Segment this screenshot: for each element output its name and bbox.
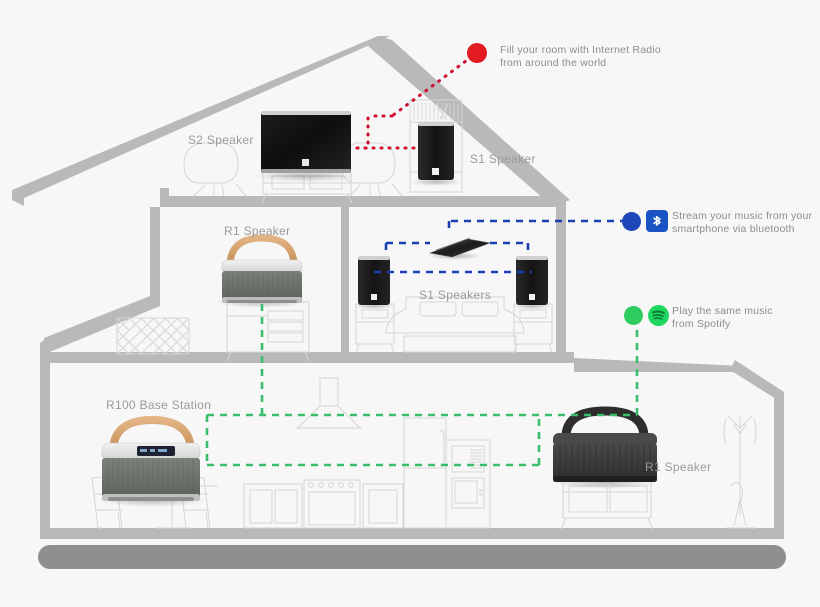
callout-internet-radio-line2: from around the world <box>500 57 607 69</box>
callout-bluetooth-line1: Stream your music from your <box>672 210 813 222</box>
r1-speaker-grey-device <box>216 234 308 308</box>
r1-speaker-black-device <box>553 406 657 489</box>
bluetooth-icon <box>646 210 668 237</box>
callout-spotify: Play the same music from Spotify <box>672 305 820 331</box>
red-dot-icon <box>467 43 487 63</box>
callout-internet-radio: Fill your room with Internet Radio from … <box>500 44 690 70</box>
s1-speaker-right-device <box>512 256 552 310</box>
label-s1-speaker-attic: S1 Speaker <box>470 152 536 166</box>
spotify-icon <box>648 305 669 331</box>
blue-dot-icon <box>622 212 641 231</box>
label-s2-speaker-attic: S2 Speaker <box>188 133 254 147</box>
callout-spotify-line2: from Spotify <box>672 318 731 330</box>
callout-internet-radio-line1: Fill your room with Internet Radio <box>500 44 661 56</box>
callout-bluetooth: Stream your music from your smartphone v… <box>672 210 820 236</box>
spotify-link <box>205 304 639 467</box>
callout-bluetooth-line2: smartphone via bluetooth <box>672 223 795 235</box>
label-s1-speakers-bed: S1 Speakers <box>419 288 492 302</box>
house-shell <box>12 36 786 569</box>
s1-speaker-attic-device <box>410 122 462 186</box>
label-r100-base-station: R100 Base Station <box>106 398 212 412</box>
s1-speaker-left-device <box>354 256 394 310</box>
internet-radio-link <box>350 50 480 150</box>
green-dot-icon <box>624 306 643 325</box>
smartphone-device <box>427 237 492 260</box>
label-r1-speaker-living: R1 Speaker <box>645 460 712 474</box>
bluetooth-link <box>374 219 627 274</box>
callout-spotify-line1: Play the same music <box>672 305 773 317</box>
r100-base-station-device <box>97 415 207 507</box>
s2-speaker-device <box>254 111 358 182</box>
middle-left-room <box>116 301 310 362</box>
label-r1-speaker-bedroom: R1 Speaker <box>224 224 291 238</box>
